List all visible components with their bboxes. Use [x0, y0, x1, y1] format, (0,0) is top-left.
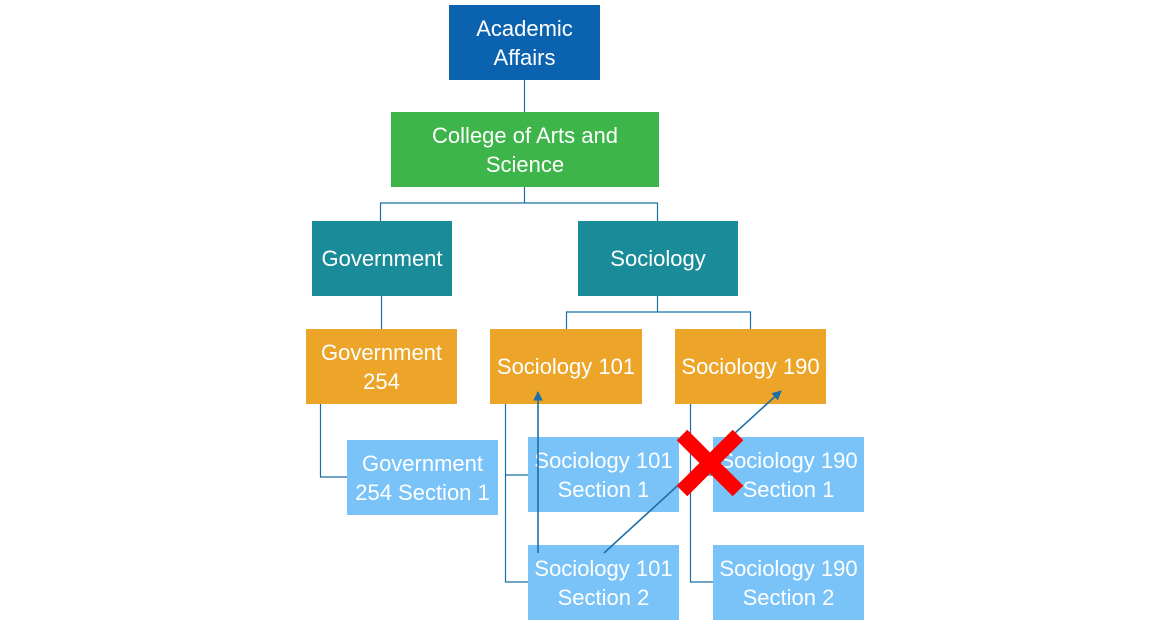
node-sociology-190-section-2: Sociology 190 Section 2: [713, 545, 864, 620]
node-sociology: Sociology: [578, 221, 738, 296]
node-college-of-arts-and-science: College of Arts and Science: [391, 112, 659, 187]
node-government-254-section-1: Government 254 Section 1: [347, 440, 498, 515]
node-government-254: Government 254: [306, 329, 457, 404]
node-academic-affairs: Academic Affairs: [449, 5, 600, 80]
connector-gov254-section1: [319, 404, 347, 478]
node-sociology-101-section-2: Sociology 101 Section 2: [528, 545, 679, 620]
node-sociology-190: Sociology 190: [675, 329, 826, 404]
node-sociology-190-section-1: Sociology 190 Section 1: [713, 437, 864, 512]
node-government: Government: [312, 221, 452, 296]
connector-college-departments: [379, 187, 659, 221]
node-sociology-101-section-1: Sociology 101 Section 1: [528, 437, 679, 512]
connector-soc101-sections: [504, 404, 528, 583]
connector-sociology-courses: [565, 296, 752, 329]
node-sociology-101: Sociology 101: [490, 329, 642, 404]
connector-soc190-sections: [689, 404, 713, 583]
